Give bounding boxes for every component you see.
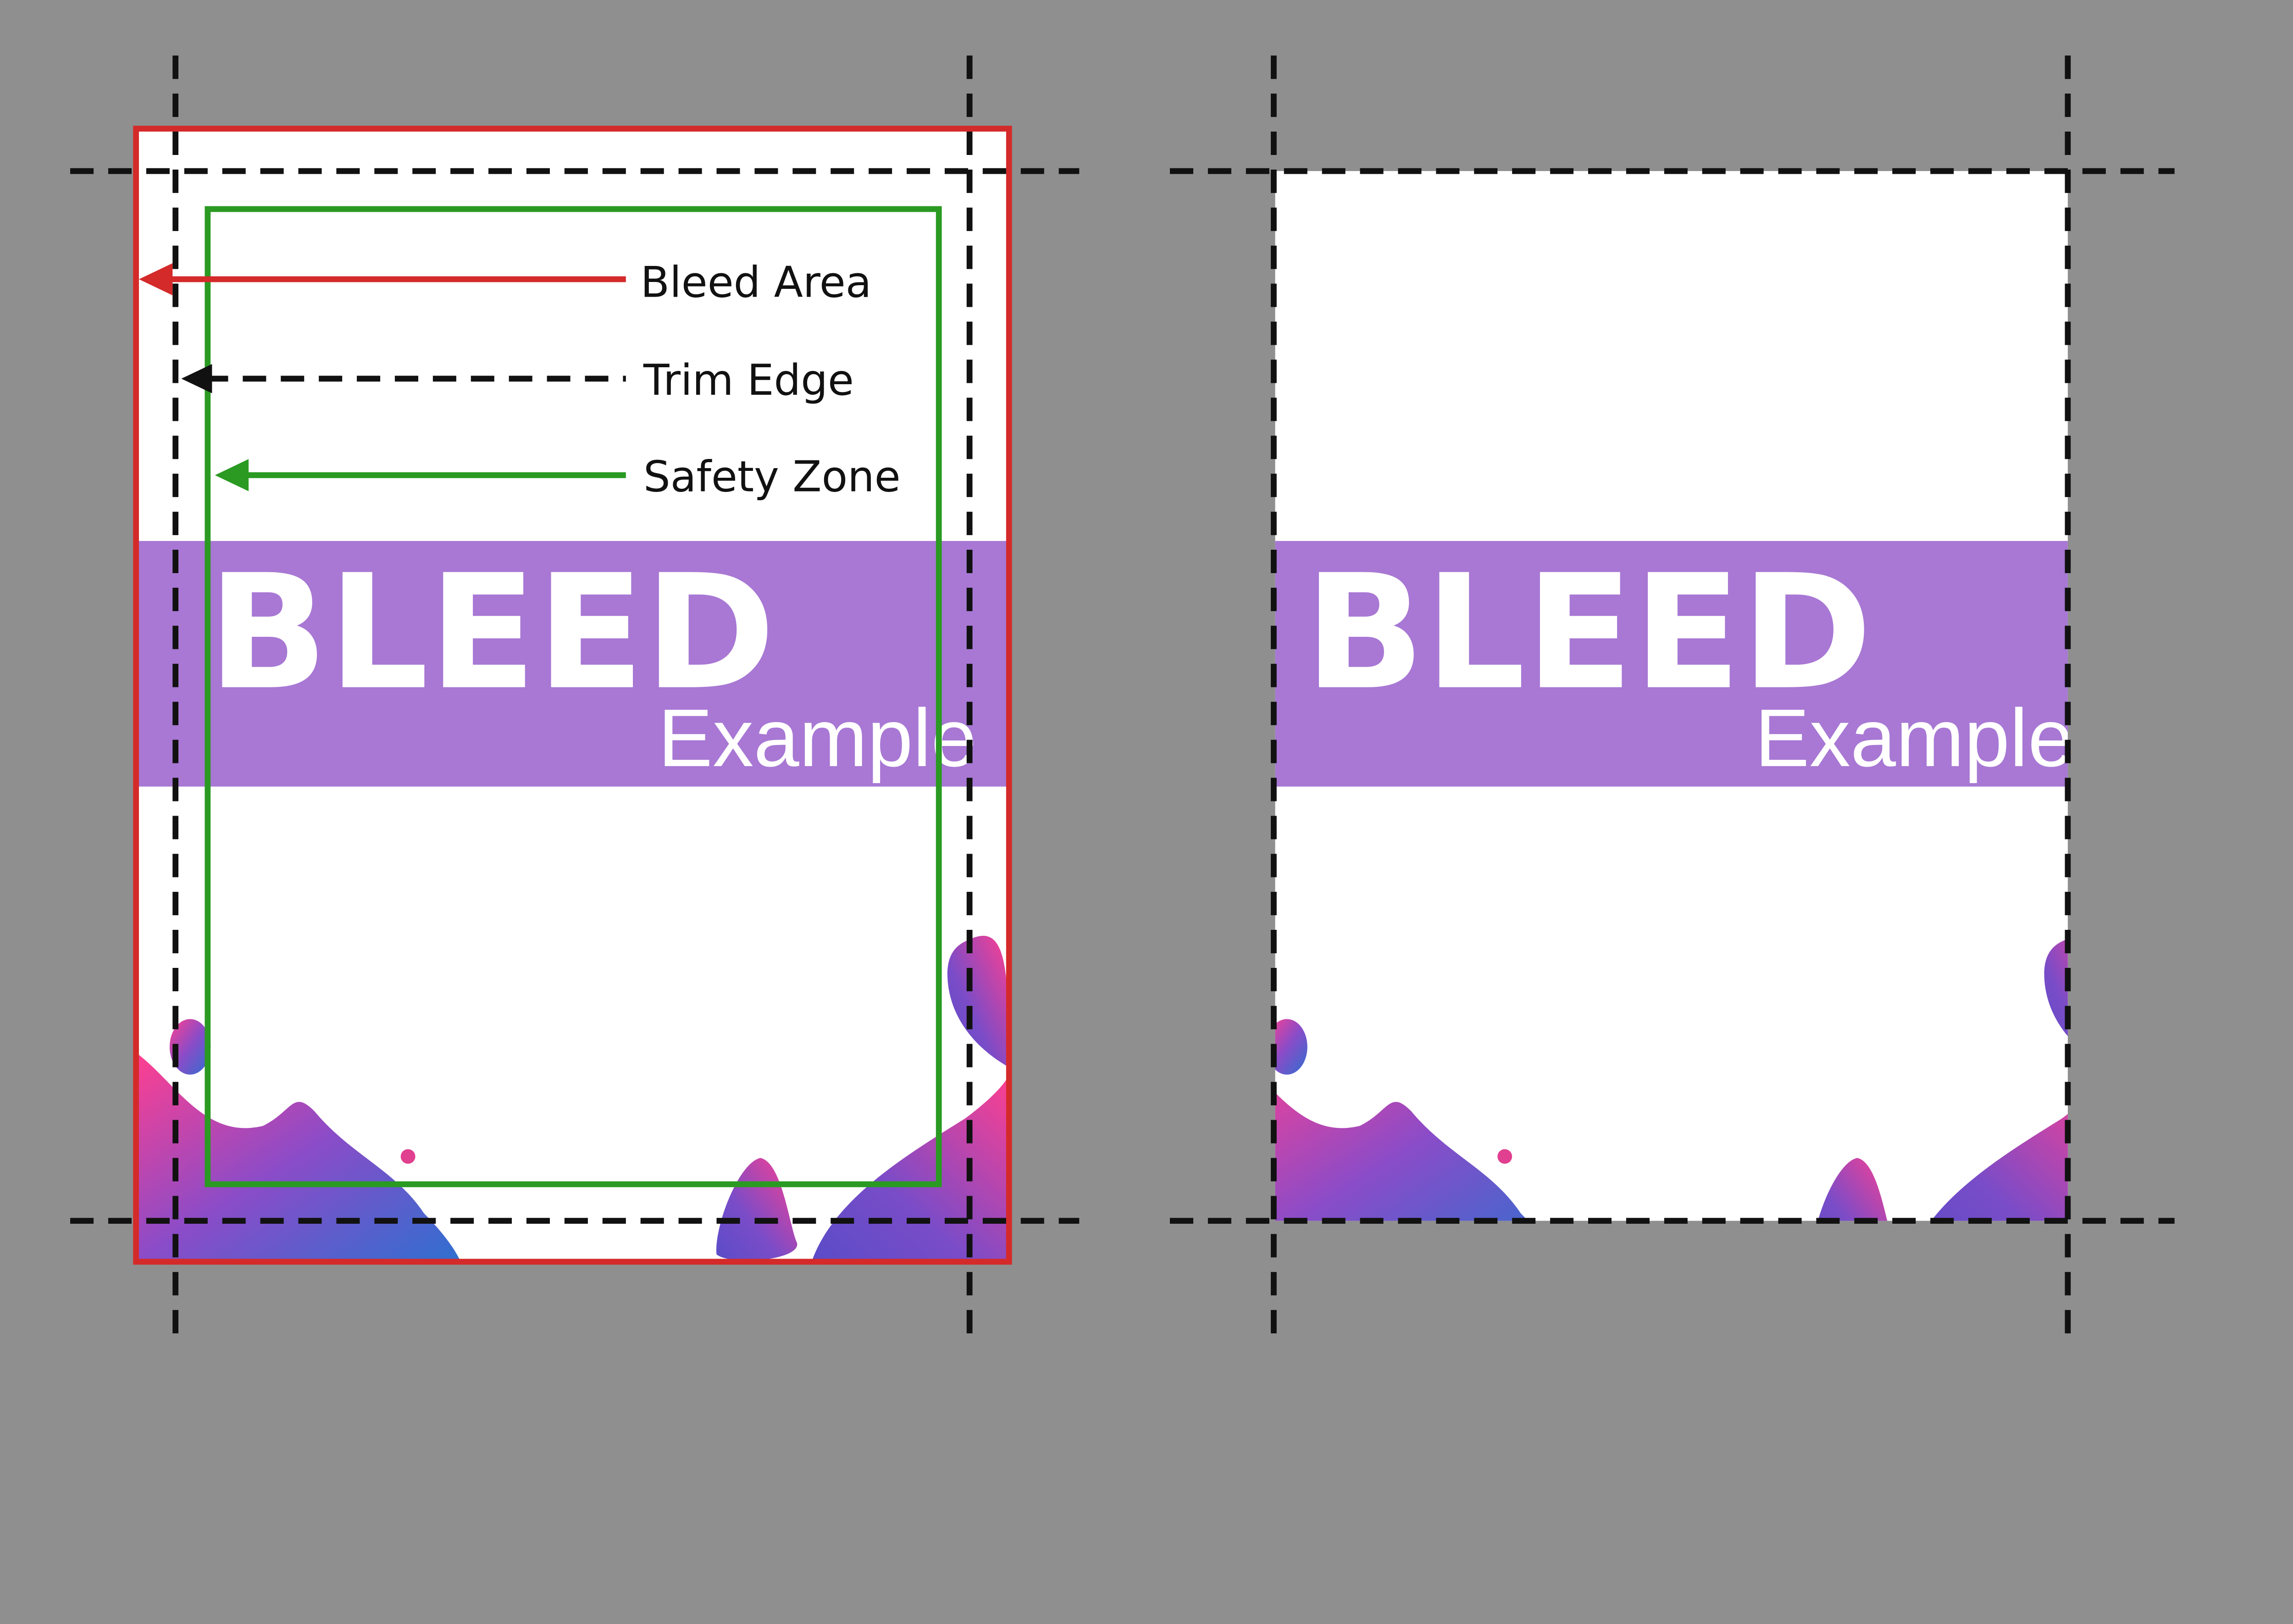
subline-text: Example [1755,692,2074,784]
bleed-area-outline [133,126,1012,1265]
bleed-area-label: Bleed Area [641,257,872,307]
blob-shape [947,935,1009,1067]
artwork: BLEED Example [136,541,1009,1262]
blob-dot [400,1149,415,1164]
bleed-diagram: BLEED Example Bleed Area Trim Edge Safet… [70,55,2175,1338]
blob-shape [136,1052,461,1262]
blob-shape [1818,1158,1888,1221]
blob-shape [169,1019,211,1075]
trim-edge-label: Trim Edge [643,355,854,405]
arrow-left-icon [181,364,212,393]
arrow-left-icon [215,459,249,492]
trim-lines [70,55,1080,1338]
arrow-left-icon [138,263,173,296]
artwork: BLEED Example [1275,541,2074,1221]
right-panel: BLEED Example [1170,55,2175,1338]
blob-shape [1931,1114,2068,1221]
purple-band [1275,541,2068,787]
safety-zone-label: Safety Zone [643,452,901,501]
blob-shape [1275,1019,1307,1075]
safety-zone-outline [205,206,942,1188]
purple-band [136,541,1009,787]
blob-shape [811,1074,1009,1262]
blob-shape [1275,1093,1528,1221]
left-panel: BLEED Example Bleed Area Trim Edge Safet… [70,55,1080,1338]
blob-dot [1497,1149,1512,1164]
headline-text: BLEED [208,541,775,725]
trim-lines [1170,55,2175,1338]
blob-shape [2044,939,2068,1036]
subline-text: Example [658,692,977,784]
headline-text: BLEED [1304,541,1872,725]
